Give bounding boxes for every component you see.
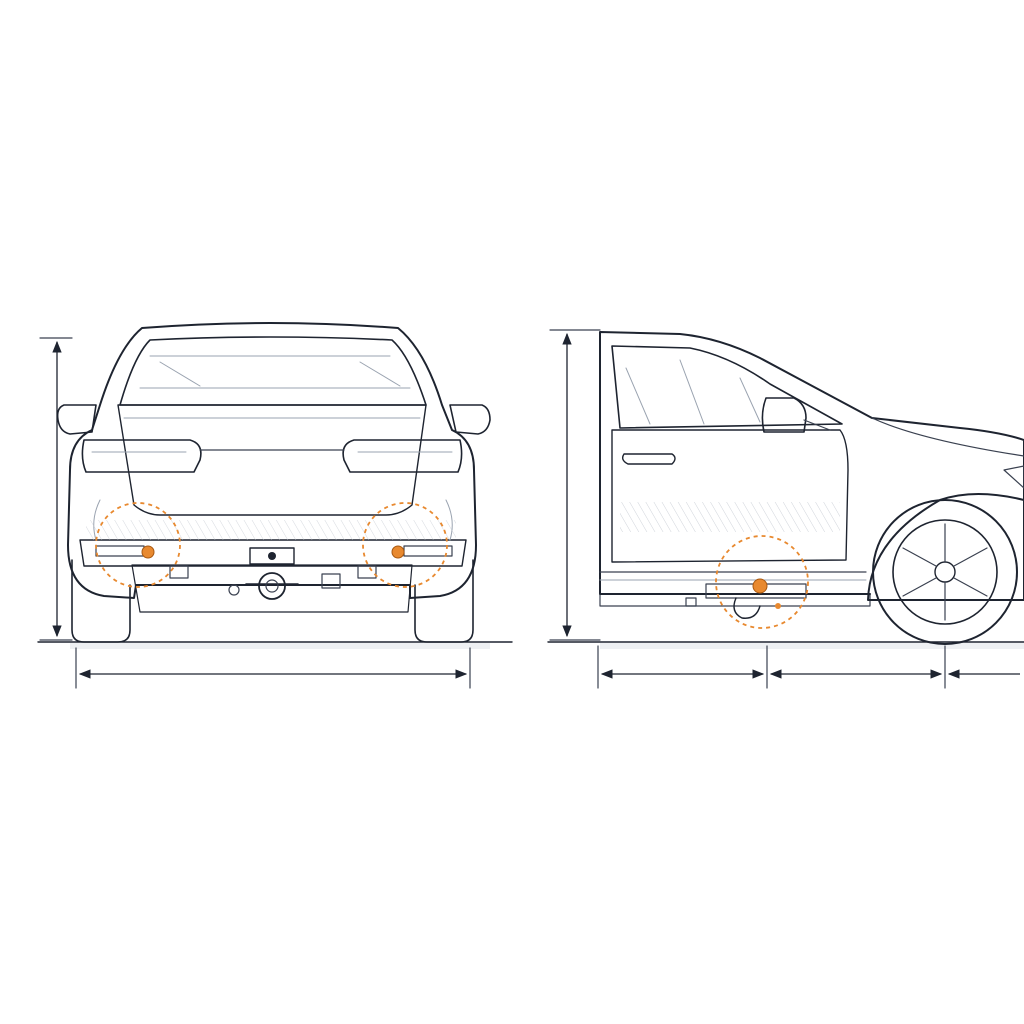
- side-highlight: [715, 535, 809, 629]
- reflector-light-icon: [752, 578, 768, 594]
- rear-left-taillight: [81, 439, 202, 473]
- side-length-dimensions: [597, 645, 1020, 689]
- side-tow-hitch: [705, 578, 807, 619]
- rear-underbody: [131, 564, 413, 613]
- side-front-wheel: [872, 499, 1018, 645]
- reflector-light-icon: [391, 545, 405, 559]
- rear-height-dimension: [39, 337, 73, 641]
- rear-view: [37, 322, 513, 689]
- rear-left-mirror: [56, 404, 97, 435]
- rear-right-tire: [414, 559, 474, 643]
- reflector-light-icon: [141, 545, 155, 559]
- side-view: [547, 329, 1024, 689]
- rear-ground-shadow: [70, 643, 490, 649]
- rear-width-dimension: [75, 647, 471, 689]
- rear-right-highlight: [362, 502, 448, 588]
- rear-right-mirror: [449, 404, 491, 435]
- rear-body-outline: [67, 322, 477, 599]
- side-door: [611, 429, 849, 563]
- tow-hitch-icon: [228, 547, 341, 600]
- rear-trunk-lid: [117, 404, 427, 516]
- side-ground-shadow: [600, 643, 1024, 649]
- side-mirror: [761, 397, 807, 433]
- rear-window: [119, 336, 427, 406]
- rear-left-highlight: [95, 502, 181, 588]
- side-height-dimension: [549, 329, 601, 641]
- rear-left-tire: [71, 559, 131, 643]
- side-door-handle: [621, 453, 676, 465]
- rear-right-taillight: [342, 439, 463, 473]
